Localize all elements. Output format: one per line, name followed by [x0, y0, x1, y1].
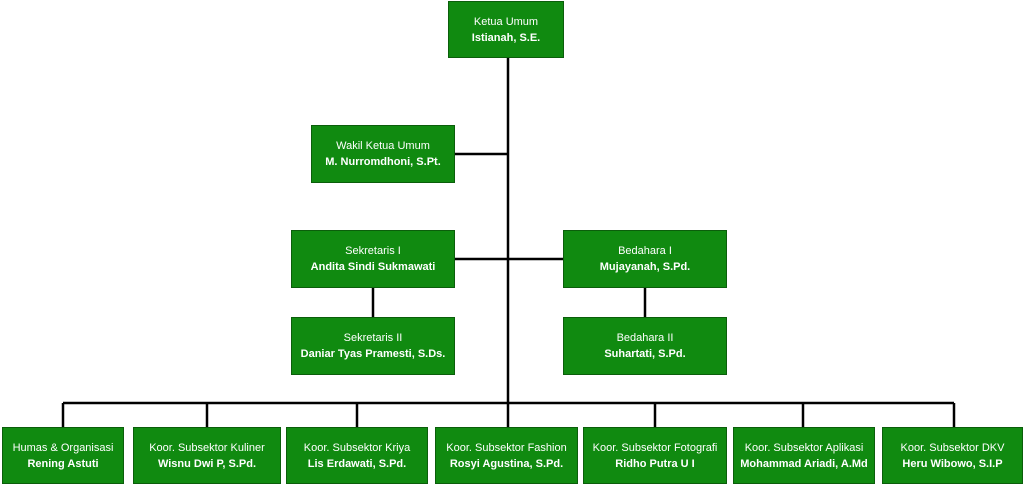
node-name: Suhartati, S.Pd.	[604, 348, 686, 360]
node-role: Bedahara II	[616, 332, 674, 344]
node-name: Rosyi Agustina, S.Pd.	[449, 457, 564, 470]
node-name: Ridho Putra U I	[615, 457, 695, 470]
node-role: Sekretaris II	[343, 332, 403, 344]
node-subsektor-dkv: Koor. Subsektor DKV Heru Wibowo, S.I.P	[882, 427, 1023, 484]
node-name: Wisnu Dwi P, S.Pd.	[157, 457, 257, 470]
node-role: Koor. Subsektor DKV	[900, 441, 1005, 454]
node-role: Koor. Subsektor Fashion	[446, 441, 567, 454]
node-name: Daniar Tyas Pramesti, S.Ds.	[300, 348, 446, 360]
node-name: Rening Astuti	[27, 457, 99, 470]
node-bendahara-2: Bedahara II Suhartati, S.Pd.	[563, 317, 727, 375]
node-subsektor-fotografi: Koor. Subsektor Fotografi Ridho Putra U …	[583, 427, 727, 484]
node-role: Koor. Subsektor Aplikasi	[744, 441, 864, 454]
node-role: Sekretaris I	[345, 245, 401, 257]
node-name: Mohammad Ariadi, A.Md	[740, 457, 868, 470]
node-role: Bedahara I	[618, 245, 672, 257]
node-role: Wakil Ketua Umum	[336, 140, 430, 152]
node-role: Ketua Umum	[473, 15, 539, 28]
node-name: Lis Erdawati, S.Pd.	[307, 457, 407, 470]
node-ketua-umum: Ketua Umum Istianah, S.E.	[448, 1, 564, 58]
node-subsektor-fashion: Koor. Subsektor Fashion Rosyi Agustina, …	[435, 427, 578, 484]
node-role: Koor. Subsektor Kuliner	[149, 441, 265, 454]
node-wakil-ketua-umum: Wakil Ketua Umum M. Nurromdhoni, S.Pt.	[311, 125, 455, 183]
node-sekretaris-1: Sekretaris I Andita Sindi Sukmawati	[291, 230, 455, 288]
node-role: Humas & Organisasi	[12, 441, 114, 454]
node-name: Istianah, S.E.	[471, 31, 541, 44]
node-role: Koor. Subsektor Kriya	[303, 441, 411, 454]
node-name: Heru Wibowo, S.I.P	[902, 457, 1003, 470]
node-name: M. Nurromdhoni, S.Pt.	[325, 156, 441, 168]
node-subsektor-kuliner: Koor. Subsektor Kuliner Wisnu Dwi P, S.P…	[133, 427, 281, 484]
node-subsektor-kriya: Koor. Subsektor Kriya Lis Erdawati, S.Pd…	[286, 427, 428, 484]
node-sekretaris-2: Sekretaris II Daniar Tyas Pramesti, S.Ds…	[291, 317, 455, 375]
node-humas-organisasi: Humas & Organisasi Rening Astuti	[2, 427, 124, 484]
node-name: Mujayanah, S.Pd.	[599, 261, 691, 273]
node-role: Koor. Subsektor Fotografi	[592, 441, 718, 454]
node-subsektor-aplikasi: Koor. Subsektor Aplikasi Mohammad Ariadi…	[733, 427, 875, 484]
node-bendahara-1: Bedahara I Mujayanah, S.Pd.	[563, 230, 727, 288]
node-name: Andita Sindi Sukmawati	[310, 261, 436, 273]
